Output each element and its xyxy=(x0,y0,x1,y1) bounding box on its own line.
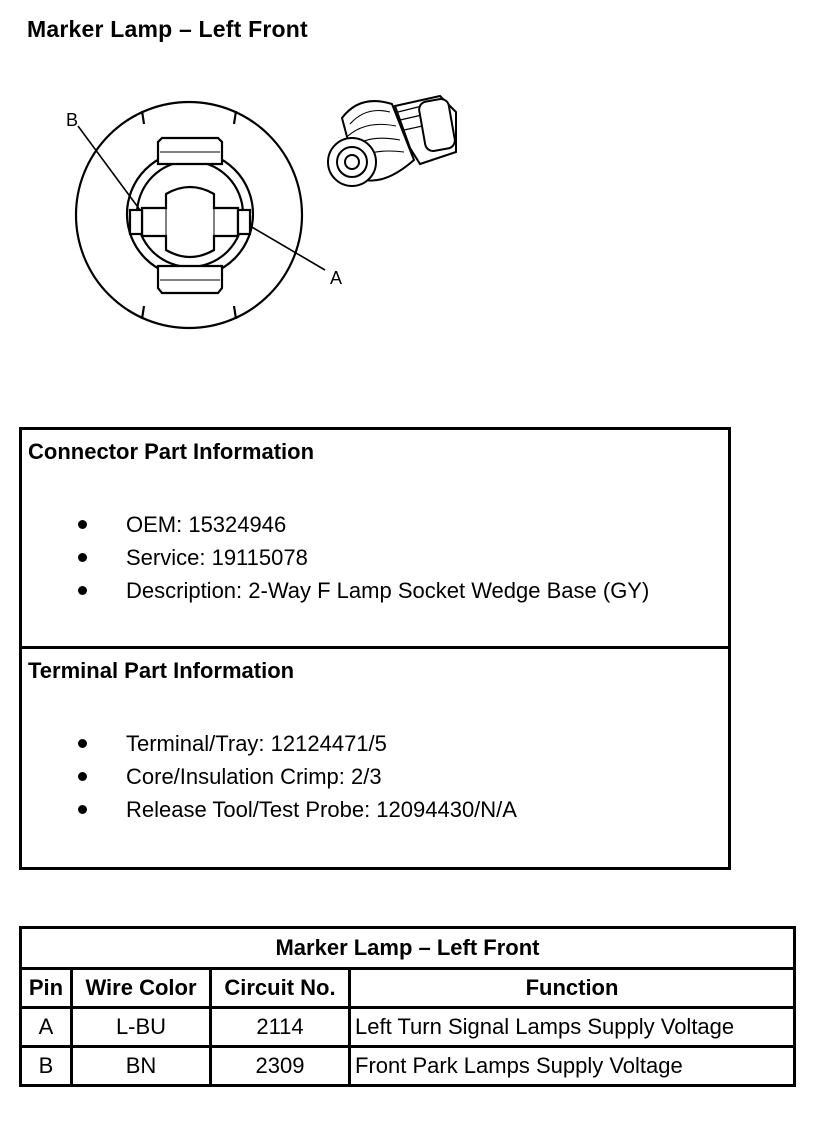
terminal-info-list: Terminal/Tray: 12124471/5 Core/Insulatio… xyxy=(22,727,517,826)
list-item: Service: 19115078 xyxy=(22,541,649,574)
connector-info-list: OEM: 15324946 Service: 19115078 Descript… xyxy=(22,508,649,607)
header-pin: Pin xyxy=(19,967,73,1009)
cell-circuit-no: 2309 xyxy=(209,1045,351,1087)
socket-perspective-view xyxy=(327,94,457,187)
bullet-icon xyxy=(78,520,87,529)
bullet-icon xyxy=(78,586,87,595)
bullet-icon xyxy=(78,553,87,562)
list-item: Description: 2-Way F Lamp Socket Wedge B… xyxy=(22,574,649,607)
leader-line-b xyxy=(77,125,141,211)
connector-part-information: Connector Part Information OEM: 15324946… xyxy=(22,430,728,649)
table-caption-row: Marker Lamp – Left Front xyxy=(19,926,796,970)
pinout-table: Marker Lamp – Left Front Pin Wire Color … xyxy=(19,926,796,1087)
bullet-icon xyxy=(78,772,87,781)
connector-face-outer xyxy=(74,100,304,330)
terminal-info-title: Terminal Part Information xyxy=(28,658,295,683)
cell-pin: A xyxy=(19,1006,73,1048)
table-row: A L-BU 2114 Left Turn Signal Lamps Suppl… xyxy=(19,1006,796,1048)
cell-function: Front Park Lamps Supply Voltage xyxy=(348,1045,796,1087)
header-circuit-no: Circuit No. xyxy=(209,967,351,1009)
part-information-box: Connector Part Information OEM: 15324946… xyxy=(19,427,731,870)
cell-wire-color: L-BU xyxy=(70,1006,212,1048)
list-item: OEM: 15324946 xyxy=(22,508,649,541)
bullet-icon xyxy=(78,805,87,814)
list-item: Terminal/Tray: 12124471/5 xyxy=(22,727,517,760)
connector-info-title: Connector Part Information xyxy=(28,439,315,464)
cell-wire-color: BN xyxy=(70,1045,212,1087)
header-wire-color: Wire Color xyxy=(70,967,212,1009)
label-a: A xyxy=(330,268,342,288)
header-function: Function xyxy=(348,967,796,1009)
connector-diagram: B A xyxy=(66,94,457,330)
list-item: Release Tool/Test Probe: 12094430/N/A xyxy=(22,793,517,826)
cell-function: Left Turn Signal Lamps Supply Voltage xyxy=(348,1006,796,1048)
table-caption: Marker Lamp – Left Front xyxy=(19,926,796,970)
label-b: B xyxy=(66,110,78,130)
terminal-part-information: Terminal Part Information Terminal/Tray:… xyxy=(22,649,728,864)
table-row: B BN 2309 Front Park Lamps Supply Voltag… xyxy=(19,1045,796,1087)
page-title: Marker Lamp – Left Front xyxy=(27,16,308,42)
cell-circuit-no: 2114 xyxy=(209,1006,351,1048)
bullet-icon xyxy=(78,739,87,748)
cell-pin: B xyxy=(19,1045,73,1087)
table-header-row: Pin Wire Color Circuit No. Function xyxy=(19,967,796,1009)
list-item: Core/Insulation Crimp: 2/3 xyxy=(22,760,517,793)
leader-line-a xyxy=(249,225,326,271)
